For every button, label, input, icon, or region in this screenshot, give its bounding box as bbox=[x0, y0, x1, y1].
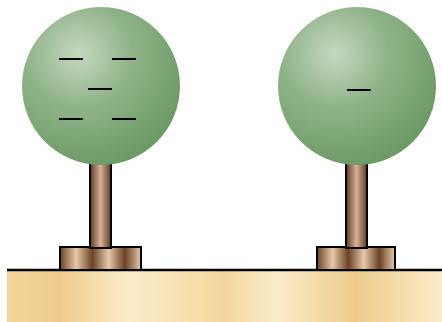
right-tree-trunk bbox=[346, 160, 367, 248]
ground bbox=[7, 270, 442, 322]
right-tree bbox=[278, 7, 436, 270]
left-tree bbox=[22, 7, 180, 270]
left-tree-foliage bbox=[22, 7, 180, 165]
left-tree-base bbox=[60, 247, 141, 270]
right-tree-base bbox=[317, 247, 395, 270]
left-tree-trunk bbox=[90, 160, 111, 248]
right-tree-foliage bbox=[278, 7, 436, 165]
